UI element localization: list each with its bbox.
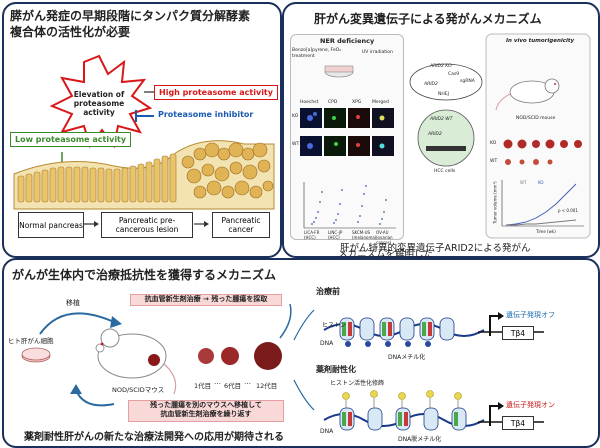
vivo-legend-ko: KO bbox=[538, 180, 544, 185]
gene-tb4-bottom: Tβ4 bbox=[502, 416, 534, 430]
dna-label-top: DNA bbox=[320, 340, 334, 347]
stage-precancerous: Pancreatic pre-cancerous lesion bbox=[101, 212, 193, 238]
expression-on: 遺伝子発現オン bbox=[506, 401, 555, 409]
vivo-y-label: Tumor volume (mm³) bbox=[492, 181, 498, 224]
tissue-band bbox=[13, 140, 275, 210]
gene-tb4-top: Tβ4 bbox=[502, 326, 534, 340]
gen-dots-1: … bbox=[214, 378, 221, 386]
before-label: 治療前 bbox=[316, 287, 340, 296]
graph-cat-3: OV-AU (ovarian cancer) bbox=[376, 230, 393, 245]
resistant-label: 薬剤耐性化 bbox=[316, 365, 356, 374]
chromatin-before bbox=[323, 312, 544, 347]
vivo-pvalue: p < 0.001 bbox=[558, 208, 578, 213]
cell-label-cpd: CPD bbox=[328, 100, 338, 105]
panel-proteasome: 膵がん発症の早期段階にタンパク質分解酵素 複合体の活性化が必要 bbox=[2, 2, 282, 258]
ner-sub1: Benzo[a]pyrene, FeO₂ treatment bbox=[292, 48, 342, 59]
mouse-label: NOD/SCID mouse bbox=[516, 116, 556, 121]
mouse-illustration bbox=[95, 328, 177, 395]
panel3-footer: 薬剤耐性肝がんの新たな治療法開発への応用が期待される bbox=[24, 432, 284, 443]
dna-label-bottom: DNA bbox=[320, 428, 334, 435]
ner-sub2: UV irradiation bbox=[362, 50, 393, 55]
tumor-row-ko bbox=[503, 139, 582, 149]
gen-label-6: 6代目 bbox=[224, 382, 242, 390]
panel1-title-line1: 膵がん発症の早期段階にタンパク質分解酵素 bbox=[10, 9, 251, 23]
row-label-ko: KO bbox=[292, 114, 299, 119]
microscopy-grid bbox=[300, 108, 394, 156]
panel3-title: がんが生体内で治療抵抗性を獲得するメカニズム bbox=[12, 268, 277, 282]
center-arid2-ko: ARID2 KO bbox=[430, 64, 452, 69]
center-nhej: NHEJ bbox=[438, 92, 449, 97]
bottom-repeat-line2: 抗血管新生剤治療を繰り返す bbox=[160, 410, 252, 418]
panel3-illustration bbox=[21, 303, 544, 431]
cell-label-xpg: XPG bbox=[352, 100, 362, 105]
graph-cat-2: SKCM-US (melanoma) bbox=[352, 230, 377, 240]
vivo-x-label: Time (wk) bbox=[536, 229, 556, 234]
tumor-row-label-ko: KO bbox=[490, 141, 497, 146]
demethyl-label: DNA脱メチル化 bbox=[398, 436, 442, 443]
panel1-title-line2: 複合体の活性化が必要 bbox=[10, 25, 131, 39]
stage-normal: Normal pancreas bbox=[18, 212, 84, 238]
gen-label-12: 12代目 bbox=[256, 382, 278, 390]
transplant-label: 移植 bbox=[66, 299, 80, 307]
vivo-title: In vivo tumorigenicity bbox=[506, 38, 575, 44]
center-sgrna: sgRNA bbox=[460, 79, 475, 84]
low-activity-label: Low proteasome activity bbox=[10, 132, 132, 147]
gen-label-1: 1代目 bbox=[194, 382, 212, 390]
center-arid2: ARID2 bbox=[424, 82, 438, 87]
panel2-title: 肝がん変異遺伝子による発がんメカニズム bbox=[314, 12, 542, 26]
arid2-caption-line1: 肝がん特異的変異遺伝子ARID2による発がん bbox=[340, 243, 531, 254]
ner-title: NER deficiency bbox=[320, 37, 375, 45]
panel2-illustration bbox=[300, 33, 591, 239]
histone-mod-label: ヒストン活性化修飾 bbox=[330, 380, 385, 387]
chromatin-resistant bbox=[323, 390, 544, 431]
center-cas9: Cas9 bbox=[448, 72, 460, 77]
inhibitor-label: Proteasome inhibitor bbox=[158, 110, 254, 119]
graph-cat-0: LICA-FR (HCC) bbox=[304, 230, 320, 240]
bottom-repeat-box: 残った腫瘍を別のマウスへ移植して 抗血管新生剤治療を繰り返す bbox=[128, 400, 284, 422]
liver-cells-label: ヒト肝がん細胞 bbox=[8, 337, 54, 345]
arid2-caption-line2: メカニズムを解明した bbox=[338, 249, 434, 260]
mutation-plot bbox=[303, 182, 396, 229]
row-label-wt: WT bbox=[292, 142, 300, 147]
methylation-label: DNAメチル化 bbox=[388, 354, 426, 361]
panel-resistance: がんが生体内で治療抵抗性を獲得するメカニズム bbox=[2, 258, 600, 448]
expression-off: 遺伝子発現オフ bbox=[506, 311, 555, 319]
center-arid2-small: ARID2 bbox=[428, 132, 442, 137]
panel1-illustration bbox=[13, 54, 275, 227]
gen-dots-2: … bbox=[244, 378, 251, 386]
tumor-growth-chart bbox=[501, 180, 584, 227]
high-activity-label: High proteasome activity bbox=[154, 85, 278, 100]
cell-label-merged: Merged bbox=[372, 100, 389, 105]
top-treatment-box: 抗血管新生剤治療 → 残った腫瘍を採取 bbox=[130, 294, 282, 306]
bottom-repeat-line1: 残った腫瘍を別のマウスへ移植して bbox=[150, 401, 262, 409]
histone-label: ヒストン bbox=[322, 322, 347, 329]
panel-arid2: 肝がん変異遺伝子による発がんメカニズム NER deficiency Benzo… bbox=[282, 2, 600, 258]
burst-label: Elevation of proteasome activity bbox=[73, 90, 125, 117]
stage-cancer: Pancreatic cancer bbox=[212, 212, 270, 238]
tumor-row-label-wt: WT bbox=[490, 159, 498, 164]
mouse-label-jp: NOD/SCIDマウス bbox=[112, 386, 165, 394]
center-arid2-wt: ARID2 WT bbox=[430, 117, 453, 122]
graph-cat-1: LINC-JP (HCC) bbox=[328, 230, 343, 240]
tumor-row-wt bbox=[505, 159, 553, 165]
vivo-legend-wt: WT bbox=[520, 180, 527, 185]
center-hcc-cells: HCC cells bbox=[434, 169, 456, 174]
cell-label-hoechst: Hoechst bbox=[300, 100, 319, 105]
